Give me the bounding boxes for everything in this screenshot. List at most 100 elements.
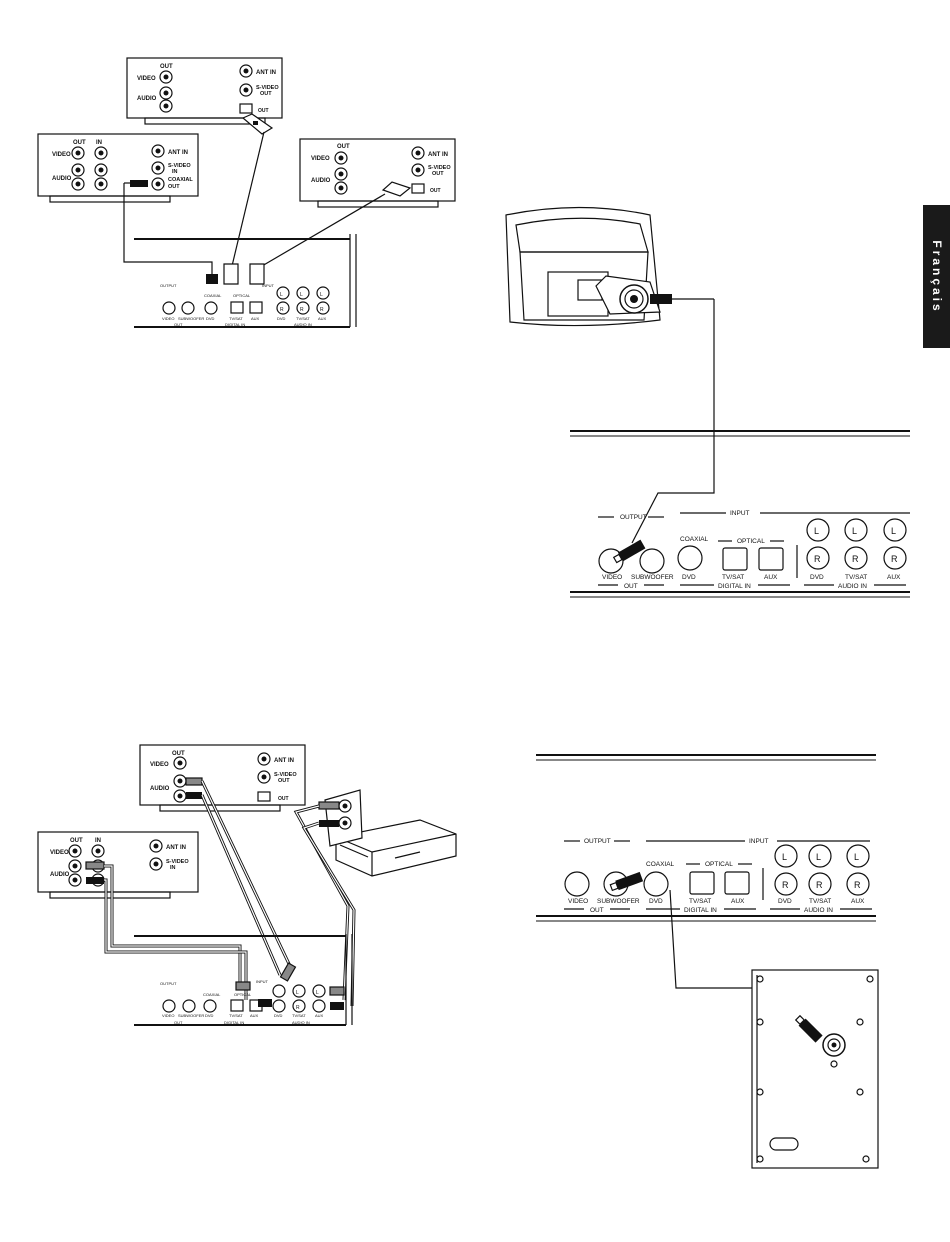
svg-text:L: L bbox=[300, 292, 303, 298]
svg-text:R: R bbox=[782, 880, 789, 890]
optical-aux-port bbox=[758, 547, 784, 571]
svg-text:AUX: AUX bbox=[764, 574, 778, 581]
in-label: IN bbox=[96, 140, 102, 146]
svg-text:AUDIO IN: AUDIO IN bbox=[292, 1020, 310, 1025]
audio-label: AUDIO bbox=[52, 176, 72, 182]
receiver-panel-2: OUTPUT INPUT COAXIAL OPTICAL L L L R R R… bbox=[536, 754, 876, 922]
svideo-out-label-2: OUT bbox=[260, 91, 272, 97]
svg-text:OUT: OUT bbox=[174, 322, 183, 327]
receiver-panel-1: OUTPUT INPUT COAXIAL OPTICAL L L L R R R bbox=[570, 430, 910, 598]
input-label: INPUT bbox=[730, 510, 750, 517]
svideo-in-label-2: IN bbox=[172, 169, 178, 175]
input-label: INPUT bbox=[262, 283, 275, 288]
audio-in-aux-r-jack bbox=[883, 546, 907, 570]
top-device: OUT VIDEO AUDIO ANT IN S-VIDEO OUT OUT bbox=[126, 57, 283, 125]
svideo-out-label: S-VIDEO bbox=[428, 165, 451, 171]
video-label: VIDEO bbox=[137, 76, 156, 82]
svg-text:AUX: AUX bbox=[851, 898, 865, 905]
svg-text:VIDEO: VIDEO bbox=[150, 762, 169, 768]
svg-text:TV/SAT: TV/SAT bbox=[296, 316, 310, 321]
svg-text:TV/SAT: TV/SAT bbox=[229, 1013, 243, 1018]
audio-l-jack bbox=[159, 86, 173, 100]
svg-text:OUT: OUT bbox=[70, 838, 83, 844]
svg-text:R: R bbox=[816, 880, 823, 890]
audio-in-tvsat-r-jack bbox=[844, 546, 868, 570]
svg-text:L: L bbox=[814, 526, 819, 536]
video-out-jack bbox=[564, 871, 590, 897]
svg-text:ANT IN: ANT IN bbox=[274, 758, 294, 764]
coaxial-cable bbox=[123, 183, 213, 274]
svg-text:AUDIO: AUDIO bbox=[150, 786, 170, 792]
out-label: OUT bbox=[337, 144, 350, 150]
left-device-analog: OUT IN VIDEO AUDIO ANT IN S-VIDEO IN bbox=[37, 831, 199, 899]
small-receiver-panel: OUTPUT INPUT L L L R R R COAXIAL OPTICAL… bbox=[134, 234, 357, 328]
svideo-out-label-2: OUT bbox=[432, 171, 444, 177]
coaxial-dvd-jack bbox=[643, 871, 669, 897]
top-device-analog: OUT VIDEO AUDIO ANT IN S-VIDEO OUT OUT bbox=[139, 744, 306, 812]
svg-text:VIDEO: VIDEO bbox=[602, 574, 622, 581]
svg-text:TV/SAT: TV/SAT bbox=[722, 574, 744, 581]
svg-text:AUX: AUX bbox=[315, 1013, 324, 1018]
svg-text:DVD: DVD bbox=[274, 1013, 283, 1018]
svg-text:AUDIO: AUDIO bbox=[50, 872, 70, 878]
svg-text:DIGITAL IN: DIGITAL IN bbox=[718, 583, 751, 590]
svg-text:INPUT: INPUT bbox=[749, 838, 769, 845]
optical-label: OPTICAL bbox=[737, 538, 765, 545]
svg-text:TV/SAT: TV/SAT bbox=[809, 898, 831, 905]
svg-text:TV/SAT: TV/SAT bbox=[292, 1013, 306, 1018]
svg-text:OUTPUT: OUTPUT bbox=[584, 838, 611, 845]
svg-text:DIGITAL IN: DIGITAL IN bbox=[684, 907, 717, 914]
optical-tvsat-port bbox=[722, 547, 748, 571]
svg-text:COAXIAL: COAXIAL bbox=[203, 992, 221, 997]
ant-in-label: ANT IN bbox=[428, 152, 448, 158]
coaxial-out-label-2: OUT bbox=[168, 184, 180, 190]
svg-text:IN: IN bbox=[95, 838, 101, 844]
video-jack bbox=[159, 70, 173, 84]
svg-text:DVD: DVD bbox=[277, 316, 286, 321]
audio-label: AUDIO bbox=[137, 96, 157, 102]
language-tab: Français bbox=[923, 205, 950, 348]
ant-in-label: ANT IN bbox=[256, 70, 276, 76]
svg-text:L: L bbox=[782, 852, 787, 862]
optical-cable-2 bbox=[261, 193, 386, 267]
language-tab-label: Français bbox=[929, 239, 944, 314]
optical-out-label: OUT bbox=[258, 108, 269, 114]
svg-text:L: L bbox=[891, 526, 896, 536]
svg-text:OPTICAL: OPTICAL bbox=[233, 293, 251, 298]
video-cable bbox=[631, 299, 715, 544]
subwoofer-diagram: OUTPUT INPUT COAXIAL OPTICAL L L L R R R… bbox=[536, 754, 879, 1169]
svg-text:DIGITAL IN: DIGITAL IN bbox=[225, 322, 245, 327]
svg-text:OUT: OUT bbox=[172, 751, 185, 757]
svg-text:AUX: AUX bbox=[251, 316, 260, 321]
svg-text:SUBWOOFER: SUBWOOFER bbox=[178, 1013, 204, 1018]
svg-text:AUX: AUX bbox=[887, 574, 901, 581]
svideo-in-label: S-VIDEO bbox=[168, 163, 191, 169]
svg-text:AUDIO IN: AUDIO IN bbox=[838, 583, 867, 590]
audio-r-jack bbox=[159, 99, 173, 113]
svg-text:COAXIAL: COAXIAL bbox=[646, 861, 675, 868]
svg-text:SUBWOOFER: SUBWOOFER bbox=[597, 898, 640, 905]
svg-text:VIDEO: VIDEO bbox=[568, 898, 588, 905]
svideo-out-label: S-VIDEO bbox=[256, 85, 279, 91]
svg-text:S-VIDEO: S-VIDEO bbox=[166, 859, 189, 865]
small-receiver-panel-2: OUTPUT INPUT L L R COAXIAL OPTICAL VIDEO… bbox=[134, 934, 353, 1026]
svg-text:OUT: OUT bbox=[624, 583, 638, 590]
audio-in-tvsat-l-jack bbox=[844, 518, 868, 542]
svg-text:OUT: OUT bbox=[278, 796, 289, 802]
svg-text:DVD: DVD bbox=[682, 574, 696, 581]
svg-text:L: L bbox=[296, 990, 299, 996]
svg-text:R: R bbox=[300, 307, 304, 313]
output-label: OUTPUT bbox=[160, 283, 177, 288]
svg-text:DIGITAL IN: DIGITAL IN bbox=[224, 1020, 244, 1025]
top-left-digital-diagram: OUT VIDEO AUDIO ANT IN S-VIDEO OUT OUT O… bbox=[37, 57, 456, 328]
coaxial-out-label: COAXIAL bbox=[168, 177, 193, 183]
svg-text:IN: IN bbox=[170, 865, 176, 871]
ant-in-label: ANT IN bbox=[168, 150, 188, 156]
out-label: OUT bbox=[160, 64, 173, 70]
optical-plug-right bbox=[381, 181, 412, 197]
svg-text:OUT: OUT bbox=[278, 778, 290, 784]
svg-text:L: L bbox=[320, 292, 323, 298]
svg-text:TV/SAT: TV/SAT bbox=[229, 316, 243, 321]
svg-text:OUT: OUT bbox=[590, 907, 604, 914]
